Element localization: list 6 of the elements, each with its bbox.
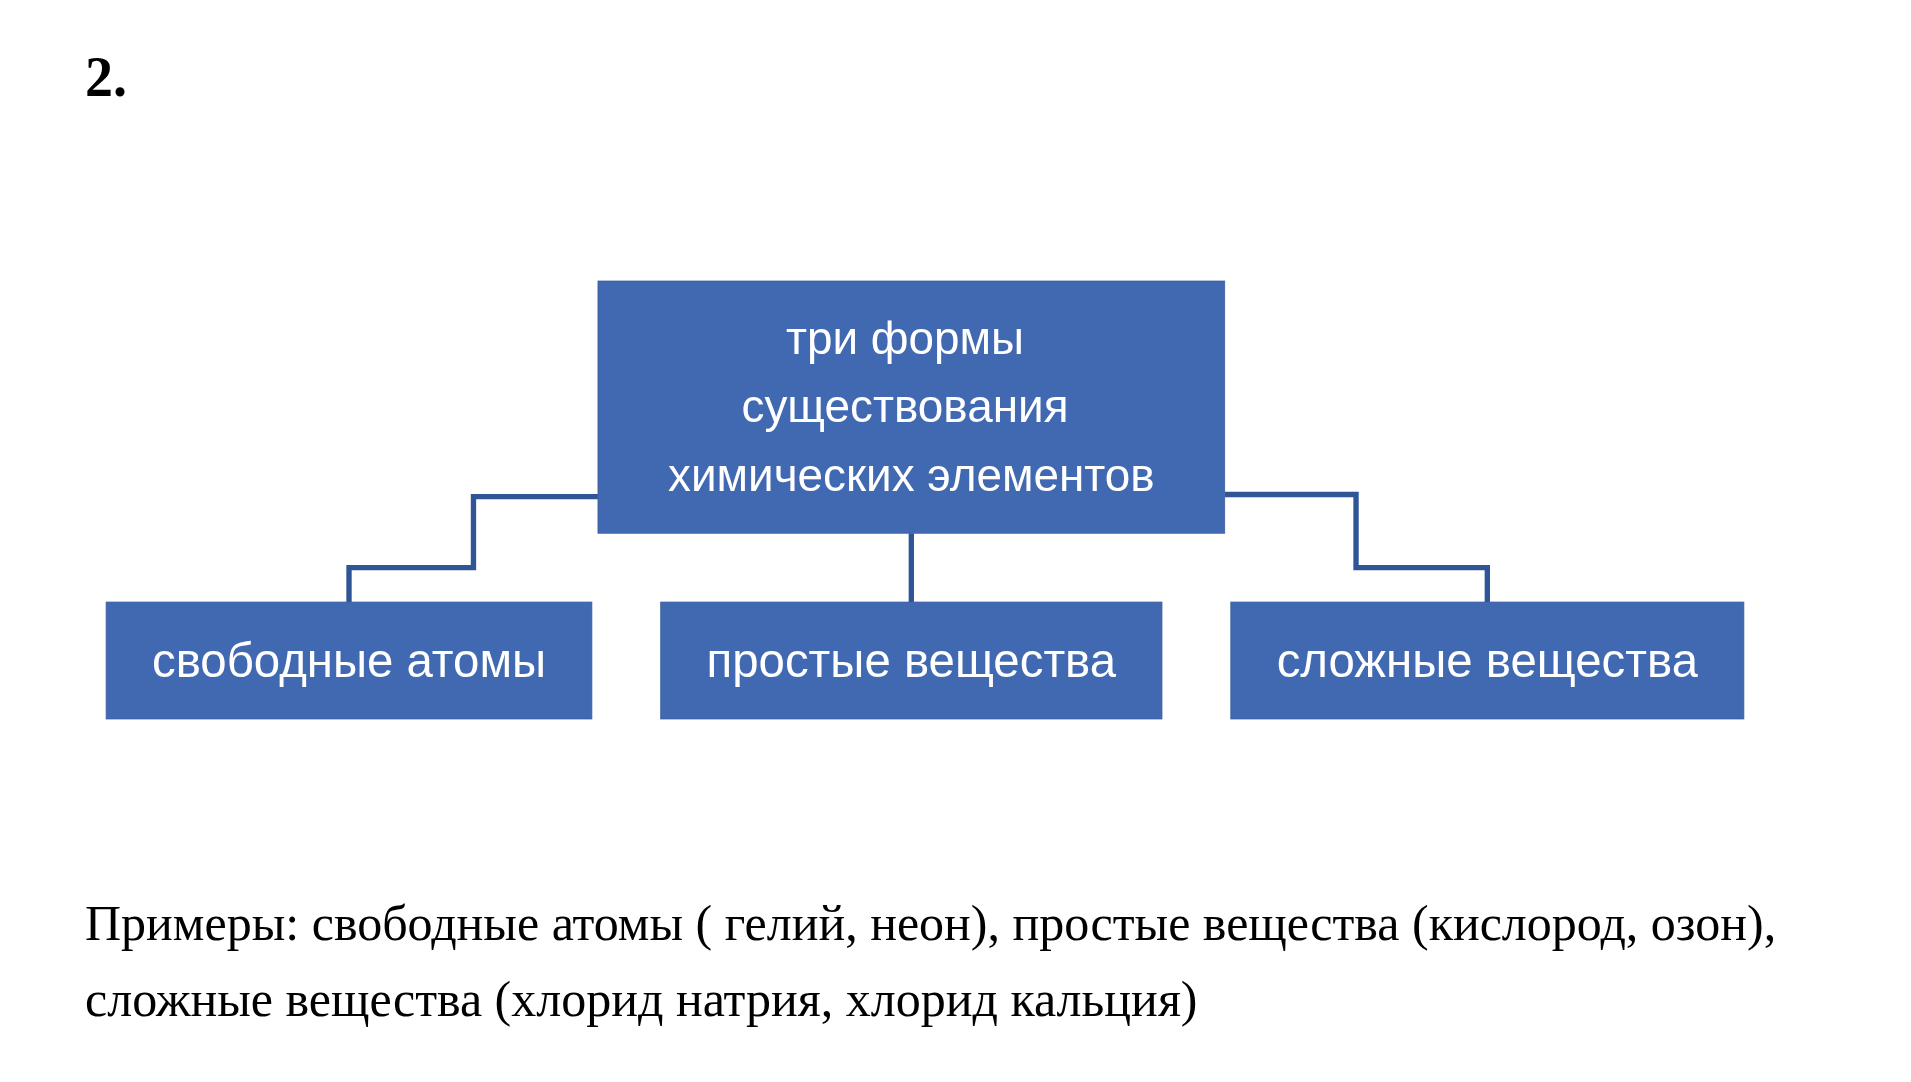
- node-box: простые вещества: [660, 601, 1163, 720]
- node-box: свободные атомы: [105, 601, 593, 720]
- caption: Примеры: свободные атомы ( гелий, неон), простые вещества (кислород, озон), сложные вещества (хлорид натрия, хлорид кальция): [85, 894, 1778, 1029]
- title: 2.: [85, 45, 127, 109]
- node-box: три формы существования химических элементов: [597, 280, 1226, 534]
- node-box: сложные вещества: [1230, 601, 1745, 720]
